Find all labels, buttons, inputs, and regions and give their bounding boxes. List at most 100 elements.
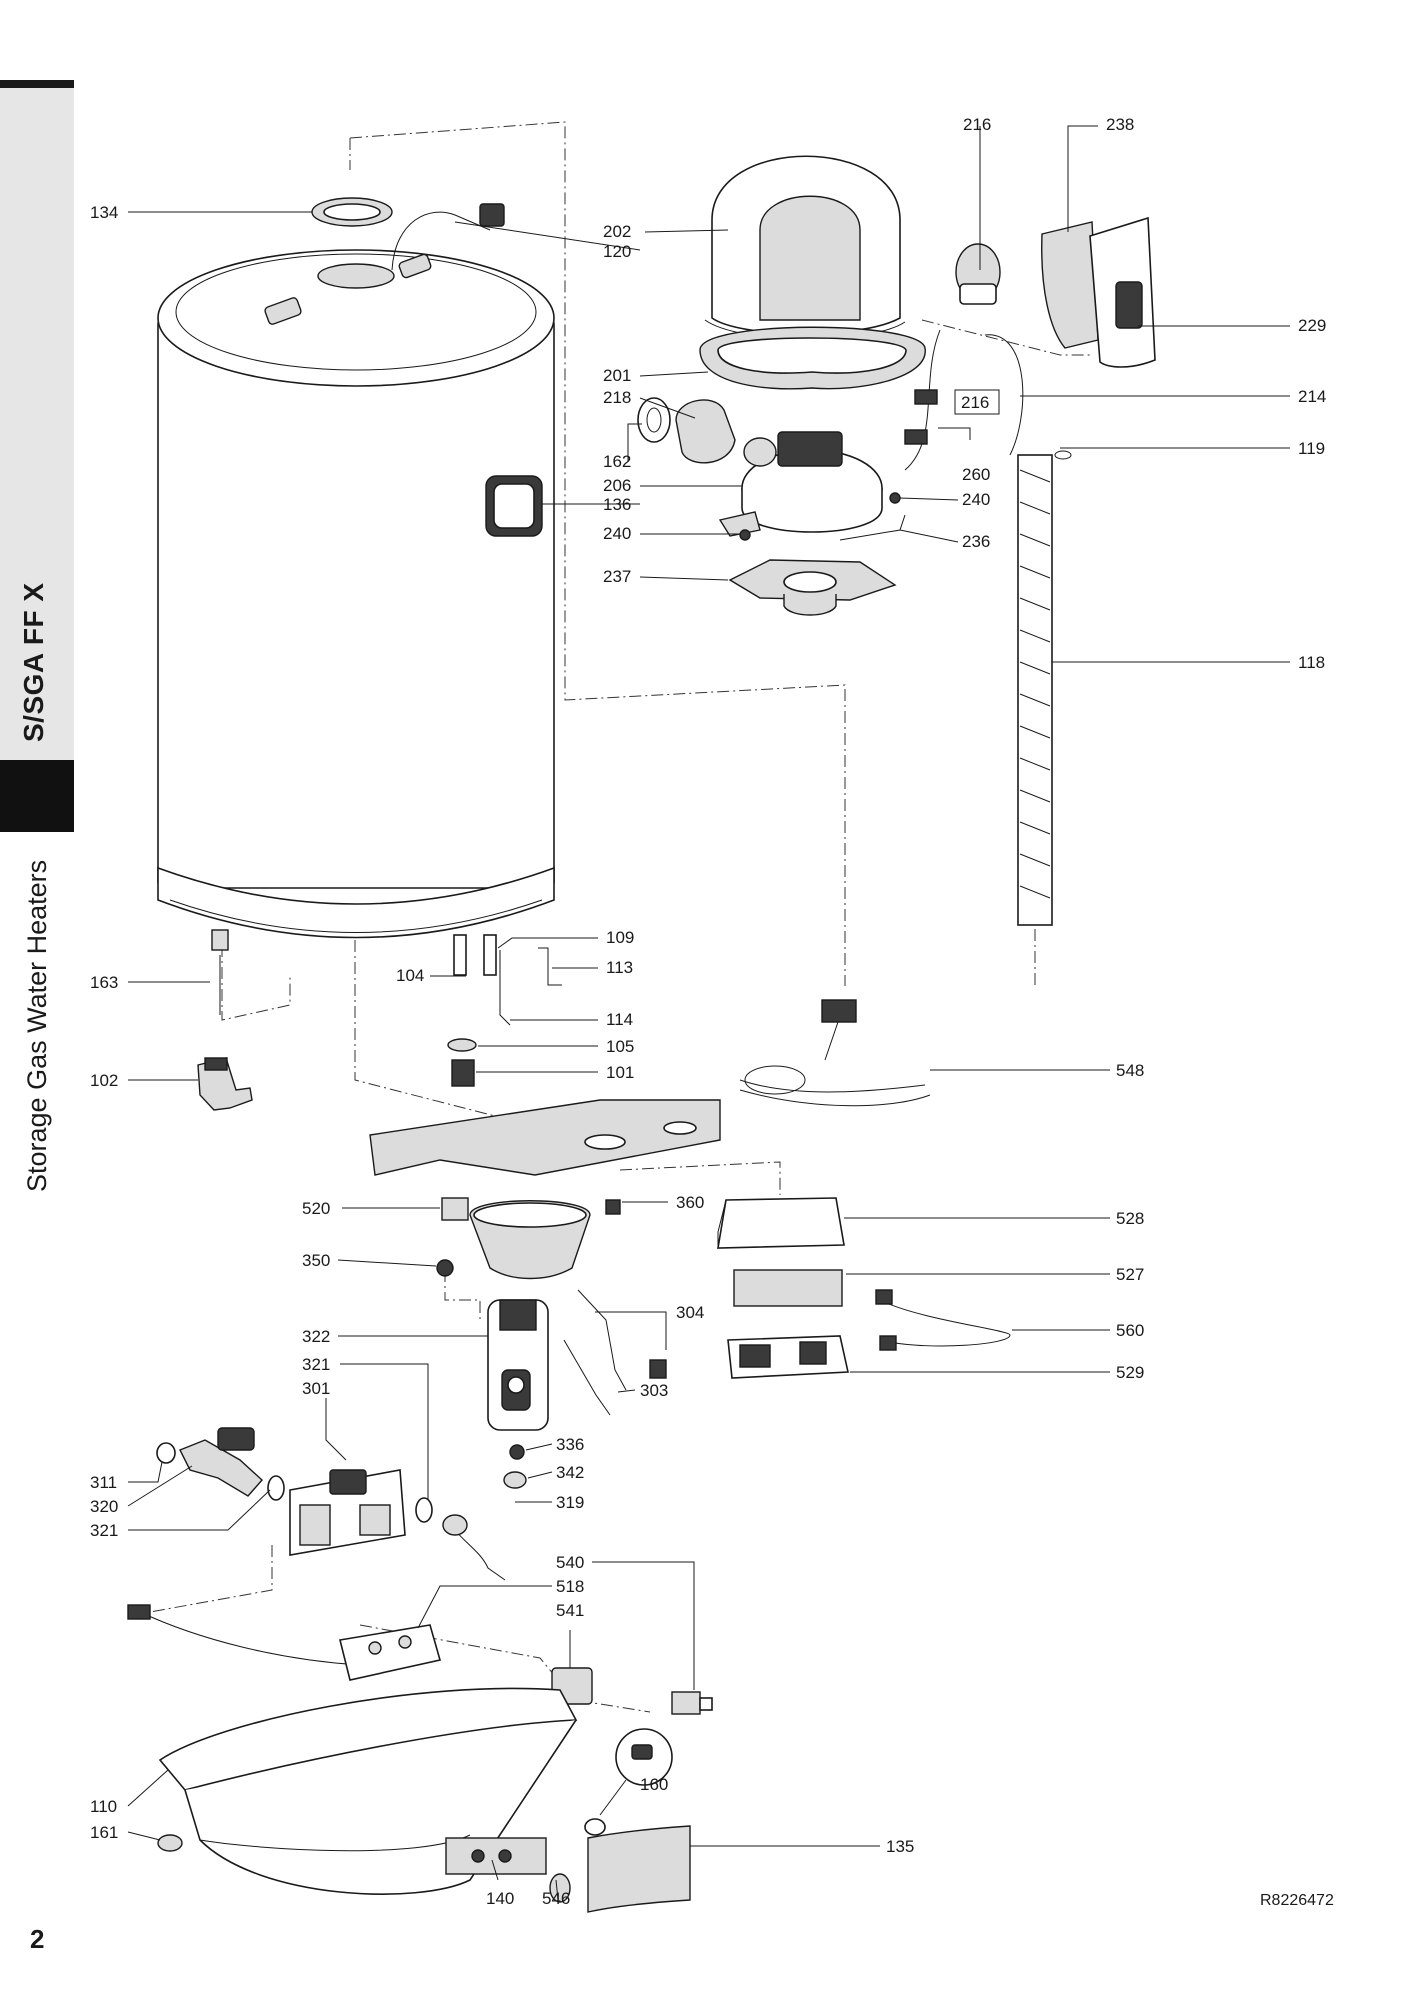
part-560-cable — [879, 1299, 1011, 1347]
part-528-cover — [717, 1197, 845, 1249]
label-560: 560 — [1116, 1321, 1144, 1340]
part-number-labels: 134 216 238 202 120 229 201 218 216 214 … — [90, 115, 1326, 1908]
label-320: 320 — [90, 1497, 118, 1516]
label-546: 546 — [542, 1889, 570, 1908]
label-527: 527 — [1116, 1265, 1144, 1284]
part-240-nut — [889, 492, 901, 504]
label-336: 336 — [556, 1435, 584, 1454]
label-119: 119 — [1298, 439, 1325, 458]
part-303-electrode — [563, 1339, 611, 1416]
label-105: 105 — [606, 1037, 634, 1056]
part-218-inlet — [675, 399, 736, 464]
label-120: 120 — [603, 242, 631, 261]
part-518-cable — [139, 1611, 361, 1666]
part-214-hose — [984, 334, 1024, 456]
part-518-controller — [339, 1624, 442, 1681]
drawing-reference: R8226472 — [1260, 1892, 1334, 1909]
part-322-burner — [487, 1299, 549, 1431]
label-140: 140 — [486, 1889, 514, 1908]
part-360-clip — [605, 1199, 621, 1215]
label-240-left: 240 — [603, 524, 631, 543]
label-304: 304 — [676, 1303, 704, 1322]
part-135-door — [587, 1825, 691, 1913]
label-216-boxed: 216 — [961, 393, 989, 412]
label-321-bottom: 321 — [90, 1521, 118, 1540]
label-229: 229 — [1298, 316, 1326, 335]
label-202: 202 — [603, 222, 631, 241]
part-113-clip — [538, 947, 562, 986]
label-136: 136 — [603, 495, 631, 514]
label-114: 114 — [606, 1010, 633, 1029]
label-206: 206 — [603, 476, 631, 495]
label-113: 113 — [606, 958, 633, 977]
part-548-harness — [739, 999, 931, 1107]
label-201: 201 — [603, 366, 631, 385]
water-tank — [157, 249, 555, 976]
label-box-216 — [954, 389, 1000, 415]
tab-top-rule — [0, 80, 74, 88]
alignment-lines — [149, 121, 1090, 1713]
label-109: 109 — [606, 928, 634, 947]
label-102: 102 — [90, 1071, 118, 1090]
label-240-right: 240 — [962, 490, 990, 509]
part-336-nut — [509, 1444, 525, 1460]
part-527-pcb — [733, 1269, 843, 1307]
label-134: 134 — [90, 203, 118, 222]
part-102-drain-valve — [197, 1057, 253, 1111]
label-162: 162 — [603, 452, 631, 471]
part-238-plate — [1041, 221, 1099, 349]
part-134-gasket — [311, 197, 393, 227]
part-206-fan — [718, 431, 883, 537]
part-311-seal — [156, 1442, 176, 1464]
label-214: 214 — [1298, 387, 1326, 406]
label-518: 518 — [556, 1577, 584, 1596]
label-110: 110 — [90, 1797, 117, 1816]
label-322: 322 — [302, 1327, 330, 1346]
label-548: 548 — [1116, 1061, 1144, 1080]
part-101-fitting — [451, 1059, 475, 1087]
part-260-wiring — [904, 329, 941, 471]
part-321-seal — [415, 1497, 433, 1523]
part-304-electrode — [577, 1289, 627, 1391]
label-218: 218 — [603, 388, 631, 407]
label-216: 216 — [963, 115, 991, 134]
label-319: 319 — [556, 1493, 584, 1512]
part-114-tube — [499, 950, 511, 1026]
label-303: 303 — [640, 1381, 668, 1400]
label-118: 118 — [1298, 653, 1325, 672]
part-342-nut — [503, 1471, 527, 1489]
tab-dark-marker — [0, 760, 74, 832]
label-163: 163 — [90, 973, 118, 992]
part-350-nut — [436, 1259, 454, 1277]
part-546-knob — [549, 1873, 571, 1903]
label-260: 260 — [962, 465, 990, 484]
label-238: 238 — [1106, 115, 1134, 134]
part-162-ring — [637, 397, 671, 443]
label-540: 540 — [556, 1553, 584, 1572]
label-101: 101 — [606, 1063, 634, 1082]
tab-light-panel — [0, 88, 74, 760]
part-110-base-pan — [158, 1687, 578, 1895]
mounting-bracket — [369, 1099, 721, 1176]
part-202-hood — [704, 155, 906, 340]
label-360: 360 — [676, 1193, 704, 1212]
label-237: 237 — [603, 567, 631, 586]
sidebar-tab — [0, 80, 74, 1260]
label-301: 301 — [302, 1379, 330, 1398]
label-135: 135 — [886, 1837, 914, 1856]
label-160: 160 — [640, 1775, 668, 1794]
part-540-button — [671, 1691, 701, 1715]
part-320-inlet — [179, 1439, 263, 1497]
label-350: 350 — [302, 1251, 330, 1270]
part-119-hook — [1054, 450, 1072, 460]
label-311: 311 — [90, 1473, 117, 1492]
part-120-plug — [479, 203, 505, 227]
label-321-top: 321 — [302, 1355, 330, 1374]
label-541: 541 — [556, 1601, 584, 1620]
part-140-panel — [445, 1837, 547, 1875]
label-161: 161 — [90, 1823, 118, 1842]
part-216-pressure-switch — [955, 243, 1001, 305]
part-161-foot — [157, 1834, 183, 1852]
leader-lines — [127, 125, 1290, 1901]
